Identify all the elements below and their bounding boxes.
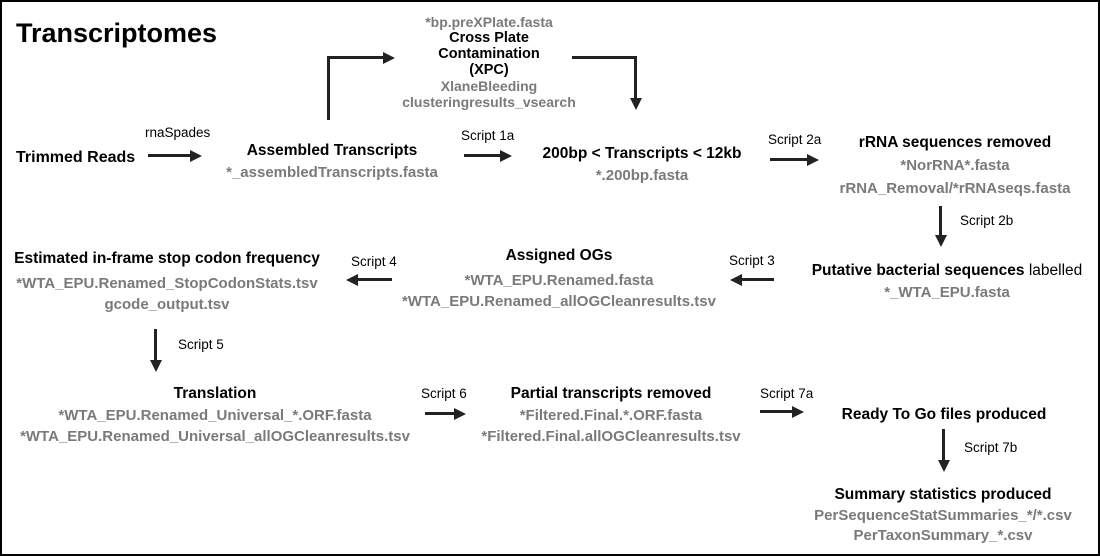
node-file: *WTA_EPU.Renamed_allOGCleanresults.tsv (402, 293, 716, 310)
node-stop-codon-frequency: Estimated in-frame stop codon frequency … (6, 248, 328, 315)
node-size-filter: 200bp < Transcripts < 12kb *.200bp.fasta (530, 143, 754, 187)
edge-label-script-3: Script 3 (729, 253, 775, 268)
node-file-input: *bp.preXPlate.fasta (425, 14, 553, 30)
edge-label-script-4: Script 4 (351, 254, 397, 269)
node-cross-plate-contamination: *bp.preXPlate.fasta Cross Plate Contamin… (379, 14, 599, 110)
node-file: PerSequenceStatSummaries_*/*.csv (814, 506, 1072, 524)
edge-label-script-7b: Script 7b (964, 440, 1018, 455)
node-title: Assigned OGs (505, 247, 613, 264)
node-title: rRNA sequences removed (858, 134, 1052, 151)
node-file: PerTaxonSummary_*.csv (853, 527, 1033, 544)
node-title: Estimated in-frame stop codon frequency (14, 250, 320, 267)
node-putative-bacterial: Putative bacterial sequences labelled *_… (790, 260, 1098, 304)
node-file: *WTA_EPU.Renamed.fasta (464, 272, 654, 289)
node-title: Assembled Transcripts (246, 142, 418, 159)
node-file: XlaneBleeding (440, 78, 538, 94)
node-file: *WTA_EPU.Renamed_Universal_allOGCleanres… (20, 428, 410, 445)
edge-label-script-5: Script 5 (178, 337, 224, 352)
edge-label-script-2a: Script 2a (768, 132, 822, 147)
node-translation: Translation *WTA_EPU.Renamed_Universal_*… (8, 383, 422, 448)
node-partial-removed: Partial transcripts removed *Filtered.Fi… (465, 383, 757, 448)
edge-label-script-6: Script 6 (421, 386, 467, 401)
node-file: rRNA_Removal/*rRNAseqs.fasta (839, 180, 1071, 197)
page-title: Transcriptomes (16, 18, 218, 48)
node-file: *Filtered.Final.*.ORF.fasta (519, 406, 703, 424)
node-title: 200bp < Transcripts < 12kb (542, 145, 742, 162)
node-title: Summary statistics produced (834, 486, 1052, 503)
edge-label-script-7a: Script 7a (760, 386, 814, 401)
edge-label-script-1a: Script 1a (461, 128, 515, 143)
node-ready-to-go: Ready To Go files produced (810, 404, 1078, 426)
node-rrna-removed: rRNA sequences removed *NorRNA*.fasta rR… (830, 131, 1080, 200)
node-file: *WTA_EPU.Renamed_StopCodonStats.tsv (16, 275, 318, 292)
node-title: Partial transcripts removed (510, 385, 712, 402)
node-file: *NorRNA*.fasta (900, 157, 1010, 174)
edge-label-script-2b: Script 2b (960, 213, 1014, 228)
node-file: *Filtered.Final.allOGCleanresults.tsv (481, 428, 741, 445)
node-file: *_WTA_EPU.fasta (884, 284, 1010, 301)
node-file: *_assembledTranscripts.fasta (226, 164, 438, 181)
node-title: (XPC) (469, 62, 509, 78)
node-file: *WTA_EPU.Renamed_Universal_*.ORF.fasta (58, 406, 372, 424)
node-title: Translation (173, 385, 257, 402)
node-file: *.200bp.fasta (595, 167, 689, 184)
node-trimmed-reads: Trimmed Reads (16, 147, 138, 169)
node-title: Ready To Go files produced (841, 406, 1047, 423)
node-summary-statistics: Summary statistics produced PerSequenceS… (790, 485, 1096, 547)
node-file: gcode_output.tsv (104, 296, 230, 313)
node-title: Cross Plate (449, 30, 529, 46)
node-title: Trimmed Reads (16, 149, 136, 166)
node-assigned-ogs: Assigned OGs *WTA_EPU.Renamed.fasta *WTA… (390, 245, 728, 312)
node-file: clusteringresults_vsearch (402, 94, 576, 110)
node-title: Contamination (438, 46, 540, 62)
node-title: Putative bacterial sequences labelled (811, 262, 1083, 279)
edge-label-rnaspades: rnaSpades (145, 125, 211, 140)
node-assembled-transcripts: Assembled Transcripts *_assembledTranscr… (212, 140, 452, 184)
